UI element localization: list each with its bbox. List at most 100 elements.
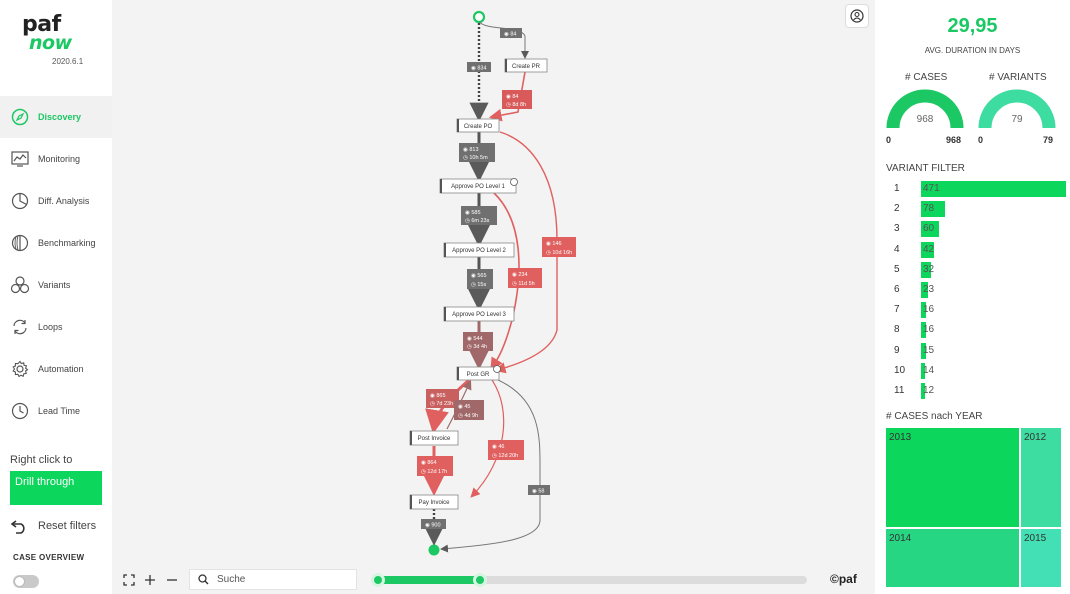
cases-gauge-value: 968 [916,114,934,125]
nav-label-monitoring: Monitoring [38,154,81,164]
activity-create-pr[interactable]: Create PR [504,58,548,73]
slider-fill [375,576,483,584]
variant-bar [921,201,945,218]
nav-item-monitoring[interactable]: Monitoring [0,138,112,180]
svg-text:◉ 544: ◉ 544 [467,336,483,342]
edge-label[interactable]: ◉ 84 [500,28,522,38]
edge-start-createpr[interactable] [479,21,529,59]
edge-label[interactable]: ◉ 585◷ 6m 23s [461,206,497,225]
fit-screen-button[interactable] [121,572,137,588]
svg-text:◷ 8d 8h: ◷ 8d 8h [506,102,526,108]
minus-icon [167,579,177,581]
search-icon [198,574,209,585]
process-map-canvas[interactable]: Create PR Create PO Approve PO Level 1 A… [112,0,875,594]
variant-bar [921,383,925,399]
edge-label[interactable]: ◉ 900 [421,519,446,529]
activity-approve-po-level-1[interactable]: Approve PO Level 1 [439,178,518,194]
nav-item-discovery[interactable]: Discovery [0,96,112,138]
edge-label[interactable]: ◉ 813◷ 10h 5m [459,143,495,162]
variant-index: 10 [894,364,906,376]
threshold-slider[interactable] [371,573,807,587]
nav-item-lead-time[interactable]: Lead Time [0,390,112,432]
zoom-out-button[interactable] [164,572,180,588]
svg-text:◷ 12d 20h: ◷ 12d 20h [492,453,518,459]
edge-label[interactable]: ◉ 544◷ 3d 4h [463,332,493,351]
treemap-cell-2015[interactable]: 2015 [1021,529,1061,587]
reset-filters-button[interactable]: Reset filters [10,518,96,534]
process-map[interactable]: Create PR Create PO Approve PO Level 1 A… [112,0,875,566]
activity-approve-po-level-2[interactable]: Approve PO Level 2 [443,242,515,258]
treemap-cell-2013[interactable]: 2013 [886,428,1019,527]
fit-screen-icon [123,574,135,586]
nav-item-diff-analysis[interactable]: Diff. Analysis [0,180,112,222]
svg-text:◷ 10h 5m: ◷ 10h 5m [463,155,488,161]
nav-label-lead-time: Lead Time [38,406,81,416]
case-overview-toggle[interactable] [13,575,39,588]
activity-label-post-invoice: Post Invoice [418,436,451,442]
zoom-in-button[interactable] [142,572,158,588]
svg-text:◉ 234: ◉ 234 [512,272,528,278]
edge-postgr-payinvoice[interactable] [470,379,505,498]
slider-handle-end[interactable] [473,573,487,587]
variant-bar [921,302,926,319]
variant-bar [921,221,939,238]
edge-createpr-createpo[interactable] [488,71,526,122]
treemap-label-2012: 2012 [1024,432,1047,443]
start-node[interactable] [472,10,486,24]
edge-label[interactable]: ◉ 46◷ 12d 20h [488,440,524,460]
search-input[interactable] [217,574,347,585]
variant-count: 16 [923,304,935,316]
edge-label[interactable]: ◉ 234 ◷ 11d 5h [508,268,542,288]
slider-handle-start[interactable] [371,573,385,587]
treemap-cell-2014[interactable]: 2014 [886,529,1019,587]
variant-index: 3 [894,223,900,235]
edge-label[interactable]: ◉ 146◷ 10d 16h [542,237,576,257]
activity-pay-invoice[interactable]: Pay Invoice [409,494,459,510]
edge-label[interactable]: ◉ 84◷ 8d 8h [502,90,532,109]
nav-item-variants[interactable]: Variants [0,264,112,306]
gauge-fill [978,89,1056,129]
svg-text:◉ 900: ◉ 900 [425,523,441,529]
end-node[interactable] [428,544,440,556]
case-overview-label: CASE OVERVIEW [13,553,85,562]
edge-label[interactable]: ◉ 865◷ 7d 23h [426,389,459,408]
edge-approve1-postgr[interactable] [490,192,520,371]
focus-button[interactable] [845,4,869,28]
edge-label[interactable]: ◉ 58 [528,485,550,495]
edge-label[interactable]: ◉ 565◷ 15s [467,269,493,289]
clock-icon [10,401,30,421]
cases-gauge[interactable] [886,88,964,130]
edge-label[interactable]: ◉ 45◷ 4d 9h [454,400,484,420]
variant-bar [921,241,934,258]
variant-count: 15 [923,344,935,356]
activity-approve-po-level-3[interactable]: Approve PO Level 3 [443,306,515,322]
svg-text:◉ 84: ◉ 84 [504,32,516,38]
svg-text:◷ 11d 5h: ◷ 11d 5h [512,281,535,287]
activity-post-invoice[interactable]: Post Invoice [409,430,459,446]
nav-item-benchmarking[interactable]: Benchmarking [0,222,112,264]
nav-label-automation: Automation [38,364,84,374]
search-box[interactable] [189,569,357,590]
treemap-cell-2012[interactable]: 2012 [1021,428,1061,527]
edge-label[interactable]: ◉ 834 [467,62,491,72]
edge-label[interactable]: ◉ 864◷ 12d 17h [417,456,453,476]
nav-label-loops: Loops [38,322,63,332]
activity-create-po[interactable]: Create PO [456,118,500,133]
activity-post-gr[interactable]: Post GR [456,365,501,381]
nav-item-automation[interactable]: Automation [0,348,112,390]
variants-gauge[interactable] [978,88,1056,130]
cases-gauge-max: 968 [946,135,962,145]
nav-item-loops[interactable]: Loops [0,306,112,348]
drill-through-button[interactable]: Drill through [10,471,102,505]
